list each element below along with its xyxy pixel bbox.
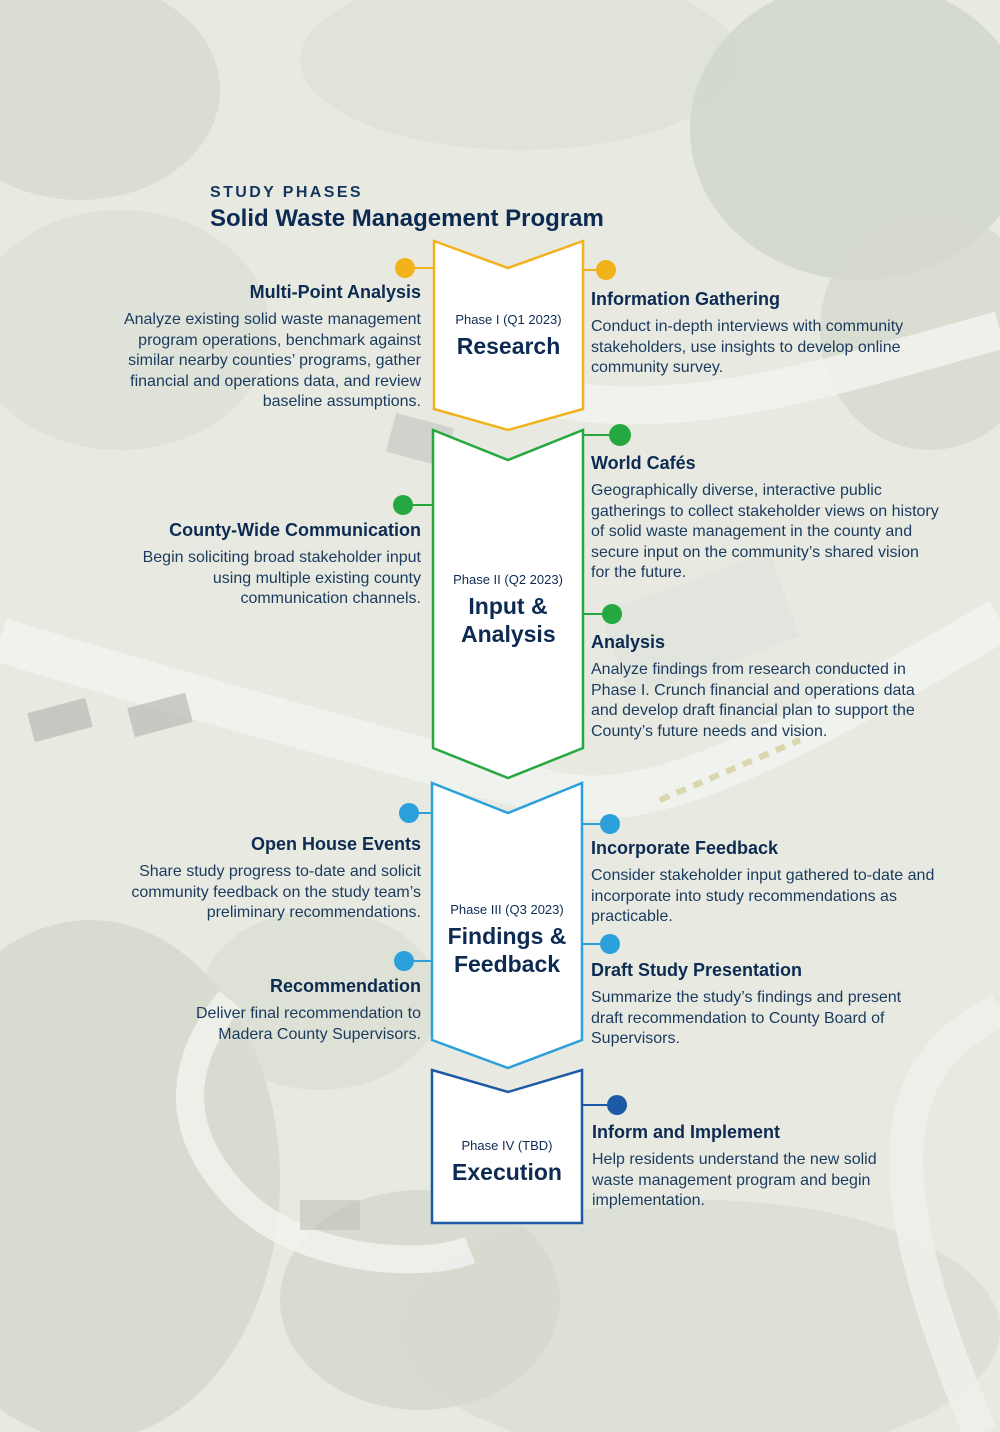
phase-4-right-item: Inform and Implement Help residents unde… bbox=[592, 1121, 912, 1212]
phase-1-chevron bbox=[432, 239, 585, 432]
phase-3-right-dot-1 bbox=[600, 814, 620, 834]
phase-1-right-dot bbox=[596, 260, 616, 280]
phase-3-name: Findings & Feedback bbox=[447, 923, 567, 977]
phase-3-left-dot-2 bbox=[394, 951, 414, 971]
item-title: Information Gathering bbox=[591, 289, 780, 309]
phase-3-right-item-2: Draft Study Presentation Summarize the s… bbox=[591, 959, 911, 1050]
phase-3-chevron bbox=[430, 781, 584, 1070]
phase-3-subtitle: Phase III (Q3 2023) bbox=[450, 902, 564, 917]
phase-3-left-item-2: Recommendation Deliver final recommendat… bbox=[160, 975, 421, 1045]
page-title: Solid Waste Management Program bbox=[210, 205, 604, 232]
item-description: Consider stakeholder input gathered to-d… bbox=[591, 867, 935, 925]
item-title: Multi-Point Analysis bbox=[249, 282, 421, 302]
phase-4-label: Phase IV (TBD) Execution bbox=[432, 1138, 582, 1186]
item-title: Inform and Implement bbox=[592, 1122, 781, 1142]
item-title: County-Wide Communication bbox=[169, 520, 421, 540]
item-title: Recommendation bbox=[269, 976, 421, 996]
item-title: World Cafés bbox=[591, 453, 696, 473]
item-title: Incorporate Feedback bbox=[591, 838, 779, 858]
phase-1-left-item: Multi-Point Analysis Analyze existing so… bbox=[90, 281, 421, 413]
phase-2-subtitle: Phase II (Q2 2023) bbox=[453, 572, 563, 587]
item-description: Analyze findings from research conducted… bbox=[591, 661, 915, 740]
item-description: Help residents understand the new solid … bbox=[592, 1151, 877, 1209]
phase-2-right-dot-2 bbox=[602, 604, 622, 624]
item-title: Draft Study Presentation bbox=[591, 960, 803, 980]
phase-2-right-item-2: Analysis Analyze findings from research … bbox=[591, 631, 941, 742]
item-title: Analysis bbox=[591, 632, 666, 652]
item-description: Analyze existing solid waste management … bbox=[123, 311, 421, 410]
phase-1-subtitle: Phase I (Q1 2023) bbox=[455, 312, 562, 327]
phase-1-left-dot bbox=[395, 258, 415, 278]
phase-4-name: Execution bbox=[452, 1159, 562, 1185]
item-description: Geographically diverse, interactive publ… bbox=[591, 482, 939, 581]
section-eyebrow: STUDY PHASES bbox=[210, 184, 363, 201]
phase-1-label: Phase I (Q1 2023) Research bbox=[434, 312, 583, 360]
phase-3-left-item-1: Open House Events Share study progress t… bbox=[100, 833, 421, 924]
item-description: Summarize the study’s findings and prese… bbox=[591, 989, 902, 1047]
phase-2-right-dot-1 bbox=[609, 424, 631, 446]
phase-2-label: Phase II (Q2 2023) Input & Analysis bbox=[433, 572, 583, 648]
item-description: Share study progress to-date and solicit… bbox=[131, 863, 421, 921]
phase-1-right-item: Information Gathering Conduct in-depth i… bbox=[591, 288, 921, 379]
phase-2-left-item: County-Wide Communication Begin soliciti… bbox=[110, 519, 421, 610]
phase-4-subtitle: Phase IV (TBD) bbox=[461, 1138, 553, 1153]
phase-1-name: Research bbox=[456, 333, 561, 359]
phase-3-left-dot-1 bbox=[399, 803, 419, 823]
item-description: Conduct in-depth interviews with communi… bbox=[591, 318, 904, 376]
phase-3-right-dot-2 bbox=[600, 934, 620, 954]
item-description: Begin soliciting broad stakeholder input… bbox=[142, 549, 421, 607]
phase-2-left-dot bbox=[393, 495, 413, 515]
phase-3-label: Phase III (Q3 2023) Findings & Feedback bbox=[432, 902, 582, 978]
phase-4-chevron bbox=[430, 1068, 584, 1225]
phase-4-right-dot bbox=[607, 1095, 627, 1115]
phase-2-chevron bbox=[431, 428, 585, 780]
phase-2-right-item-1: World Cafés Geographically diverse, inte… bbox=[591, 452, 939, 584]
phase-2-name: Input & Analysis bbox=[461, 593, 556, 647]
item-description: Deliver final recommendation to Madera C… bbox=[196, 1005, 421, 1043]
item-title: Open House Events bbox=[250, 834, 421, 854]
phase-3-right-item-1: Incorporate Feedback Consider stakeholde… bbox=[591, 837, 936, 928]
